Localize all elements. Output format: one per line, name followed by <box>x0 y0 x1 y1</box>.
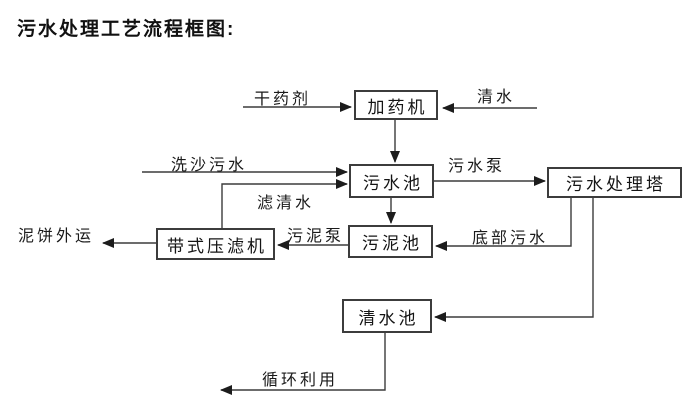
diagram-title: 污水处理工艺流程框图: <box>17 19 236 40</box>
edge-clean-water-pool-to-recycle <box>220 333 386 395</box>
node-sludge-pool: 污泥池 <box>348 225 433 258</box>
edge-label-sand-wash-sewage: 洗沙污水 <box>171 157 248 174</box>
edge-bottom-sewage-tower-to-sludge-pool <box>435 198 572 251</box>
edge-tower-to-clean-water-pool <box>434 198 594 322</box>
edge-label-sewage-pump: 污水泵 <box>448 158 506 175</box>
edge-label-mud-cake-out: 泥饼外运 <box>18 228 95 245</box>
edge-label-dry-agent: 干药剂 <box>254 91 312 108</box>
node-sewage-treatment-tower: 污水处理塔 <box>547 167 682 198</box>
edge-label-clean-water: 清水 <box>477 89 516 106</box>
edge-label-recycle: 循环利用 <box>262 372 339 389</box>
edge-label-sludge-pump: 污泥泵 <box>287 228 345 245</box>
node-belt-filter-press: 带式压滤机 <box>156 228 275 260</box>
edge-label-filtered-water: 滤清水 <box>257 195 315 212</box>
edge-label-bottom-sewage: 底部污水 <box>472 230 549 247</box>
node-clean-water-pool: 清水池 <box>342 299 432 333</box>
node-dosing-machine: 加药机 <box>354 90 438 120</box>
node-sewage-pool: 污水池 <box>349 164 434 198</box>
edge-filtered-water-press-to-sewage-pool <box>221 179 348 228</box>
